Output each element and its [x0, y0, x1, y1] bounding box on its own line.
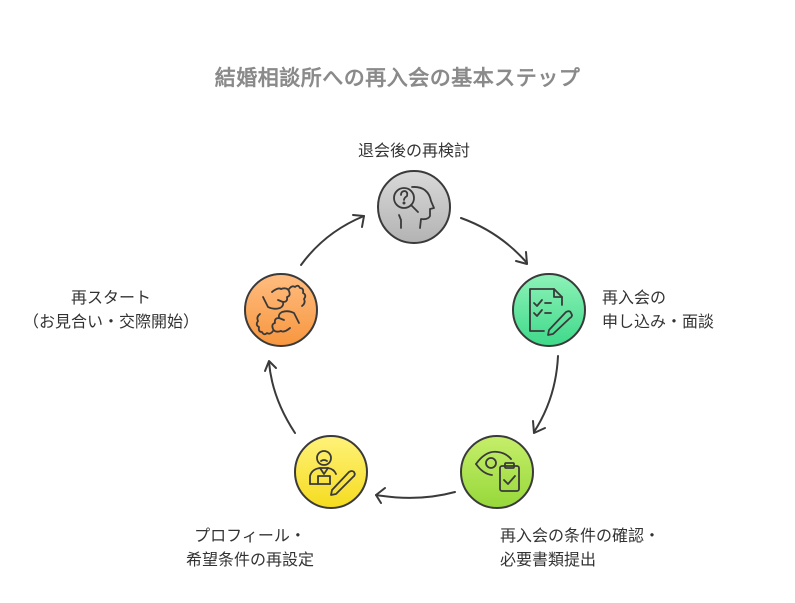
step-label-line: 再入会の条件の確認・: [500, 526, 661, 545]
arrow-restart-to-reconsider: [300, 214, 365, 266]
step-label-line: 退会後の再検討: [357, 141, 470, 160]
step-label-line: （お見合い・交際開始）: [22, 312, 199, 331]
step-label-reconsider: 退会後の再検討: [314, 139, 514, 163]
fist-bump-icon: [255, 284, 307, 336]
checklist-document-pencil-icon: [529, 288, 573, 336]
head-question-magnifier-icon: [393, 186, 435, 229]
step-label-line: プロフィール・: [194, 526, 306, 545]
user-pencil-icon: [309, 450, 356, 496]
eye-clipboard-check-icon: [475, 450, 520, 492]
step-label-apply: 再入会の 申し込み・面談: [602, 286, 714, 334]
step-label-confirm: 再入会の条件の確認・ 必要書類提出: [500, 524, 660, 572]
step-circle-confirm: [460, 435, 534, 509]
step-circle-restart: [244, 273, 318, 347]
step-label-profile: プロフィール・ 希望条件の再設定: [150, 524, 350, 572]
step-label-line: 申し込み・面談: [602, 312, 715, 331]
step-label-line: 再スタート: [70, 288, 151, 307]
step-circle-profile: [294, 435, 368, 509]
step-label-line: 希望条件の再設定: [185, 550, 314, 569]
arrow-reconsider-to-apply: [460, 217, 528, 265]
arrow-confirm-to-profile: [375, 487, 456, 504]
arrow-apply-to-confirm: [532, 355, 559, 434]
step-label-line: 必要書類提出: [500, 550, 597, 569]
step-label-line: 再入会の: [602, 288, 667, 307]
step-circle-reconsider: [377, 170, 451, 244]
step-label-restart: 再スタート （お見合い・交際開始）: [0, 286, 222, 334]
diagram-title: 結婚相談所への再入会の基本ステップ: [214, 66, 581, 90]
arrow-profile-to-restart: [264, 360, 296, 434]
step-circle-apply: [512, 273, 586, 347]
